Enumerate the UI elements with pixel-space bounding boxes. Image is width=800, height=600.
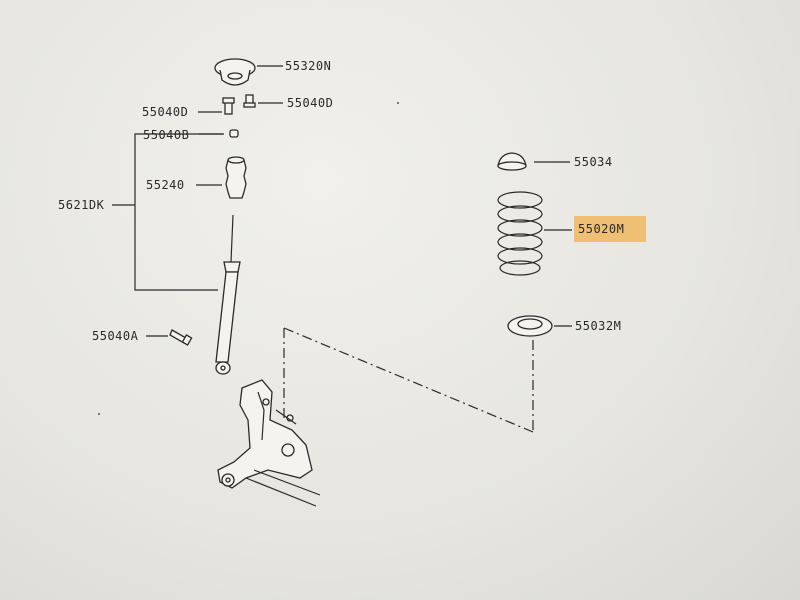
label-55032M: 55032M — [575, 319, 621, 333]
bolt-right-part — [243, 94, 256, 108]
bracket-5621DK — [134, 133, 223, 291]
bump-stop-part — [225, 156, 247, 199]
axle-assembly-part — [217, 379, 321, 507]
label-55020M: 55020M — [578, 222, 624, 236]
label-55040A: 55040A — [92, 329, 139, 343]
speck — [98, 413, 100, 415]
label-5621DK: 5621DK — [58, 198, 105, 212]
speck — [397, 102, 399, 104]
label-55240: 55240 — [146, 178, 185, 192]
label-55040B: 55040B — [143, 128, 189, 142]
label-55034: 55034 — [574, 155, 613, 169]
spring-seat-lower-part — [507, 315, 553, 337]
shock-absorber-part — [215, 214, 241, 375]
bolt-55040A-part — [169, 329, 193, 346]
label-55320N: 55320N — [285, 59, 331, 73]
spring-seat-upper-part — [497, 152, 527, 171]
washer-part — [229, 129, 239, 138]
nut-left-part — [222, 97, 235, 115]
top-mount-part — [214, 58, 256, 86]
label-highlight — [574, 216, 646, 242]
reference-line-diagonal — [283, 327, 534, 433]
coil-spring-part — [497, 191, 543, 276]
label-55040D-left: 55040D — [142, 105, 188, 119]
label-55040D-right: 55040D — [287, 96, 333, 110]
